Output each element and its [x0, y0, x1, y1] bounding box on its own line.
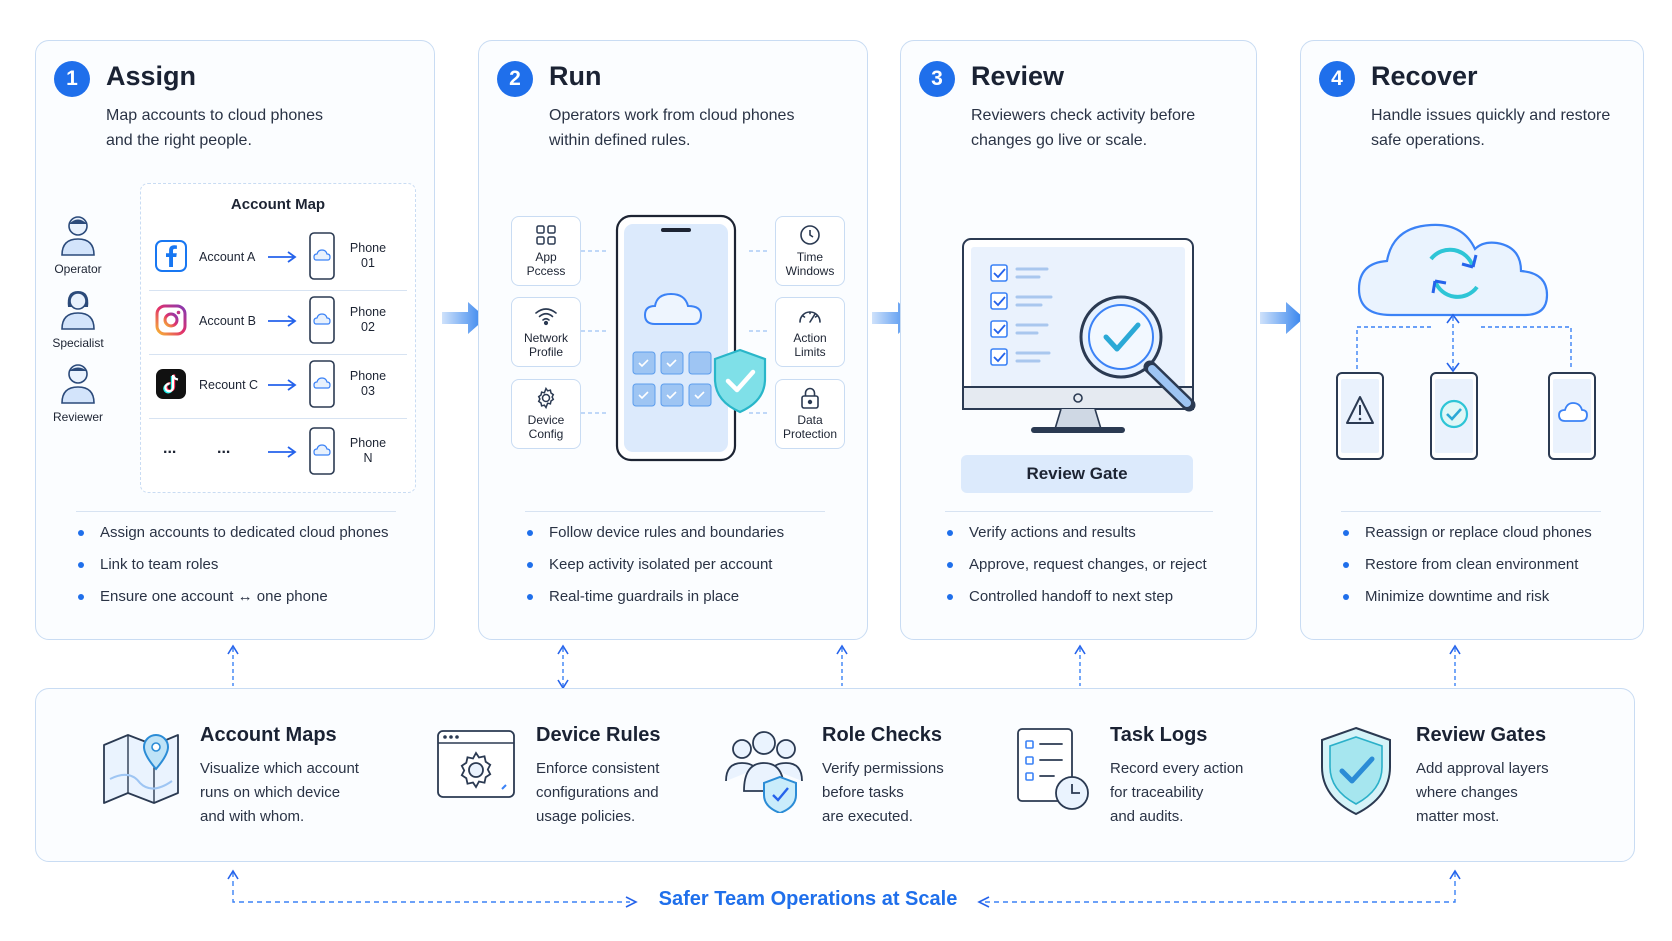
tiktok-icon: [156, 369, 186, 399]
clock-icon: [800, 225, 820, 245]
feature-title: Task Logs: [1110, 724, 1208, 746]
account-row: Account B Phone 02: [141, 290, 415, 354]
step-title: Recover: [1371, 61, 1478, 91]
cloud-restore-illustration: [1336, 223, 1596, 460]
step-number: 4: [1319, 61, 1355, 97]
cloud-phone-icon: [309, 360, 335, 408]
step-panel-run: 2 Run Operators work from cloud phones w…: [478, 40, 868, 640]
gear-icon: [537, 386, 555, 410]
specialist-icon: [61, 291, 95, 330]
wifi-icon: [535, 308, 557, 326]
feature-title: Role Checks: [822, 724, 943, 746]
step-bullets: Assign accounts to dedicated cloud phone…: [76, 523, 389, 619]
role-operator: Operator: [50, 213, 106, 276]
step-bullets: Follow device rules and boundaries Keep …: [525, 523, 784, 619]
bullet-item: Link to team roles: [76, 555, 389, 587]
bullet-item: Controlled handoff to next step: [945, 587, 1207, 619]
gauge-icon: [799, 311, 821, 323]
bullet-item: Ensure one account ↔ one phone: [76, 587, 389, 619]
account-map-title: Account Map: [230, 196, 326, 213]
checklist-clock-icon: [1017, 728, 1089, 810]
step-title: Run: [549, 61, 602, 91]
connector-lines: [581, 250, 769, 414]
role-reviewer: Reviewer: [50, 361, 106, 424]
instagram-icon: [155, 304, 187, 336]
lock-icon: [801, 387, 819, 409]
monitor-checklist-illustration: [962, 238, 1196, 433]
divider: [525, 511, 825, 512]
bullet-item: Minimize downtime and risk: [1341, 587, 1592, 619]
bullet-item: Assign accounts to dedicated cloud phone…: [76, 523, 389, 555]
bullet-item: Keep activity isolated per account: [525, 555, 784, 587]
footer-tagline: Safer Team Operations at Scale: [658, 888, 958, 910]
step-panel-assign: 1 Assign Map accounts to cloud phones an…: [35, 40, 435, 640]
map-pin-icon: [103, 734, 179, 804]
step-bullets: Verify actions and results Approve, requ…: [945, 523, 1207, 619]
arrow-right-icon: [268, 315, 297, 327]
arrow-right-icon: [268, 379, 297, 391]
step-panel-review: 3 Review Reviewers check activity before…: [900, 40, 1257, 640]
account-row: ... ... Phone N: [141, 418, 415, 488]
step-panel-recover: 4 Recover Handle issues quickly and rest…: [1300, 40, 1644, 640]
review-gate-label: Review Gate: [961, 455, 1193, 493]
step-number: 2: [497, 61, 533, 97]
arrow-right-icon: [268, 446, 297, 458]
shield-check-icon: [1321, 726, 1391, 816]
feature-title: Review Gates: [1416, 724, 1547, 746]
bullet-item: Reassign or replace cloud phones: [1341, 523, 1592, 555]
bullet-item: Real-time guardrails in place: [525, 587, 784, 619]
divider: [945, 511, 1213, 512]
footer-connector: [227, 869, 1461, 908]
vertical-connectors: [227, 644, 1461, 690]
step-title: Assign: [106, 61, 197, 91]
cloud-phone-icon: [309, 296, 335, 344]
shield-check-icon: [713, 348, 767, 414]
app-grid-icon: [536, 225, 556, 245]
cloud-phone-icon: [309, 232, 335, 280]
step-description: Reviewers check activity before changes …: [971, 107, 1196, 149]
step-title: Review: [971, 61, 1065, 91]
bullet-item: Approve, request changes, or reject: [945, 555, 1207, 587]
arrow-right-icon: [268, 251, 297, 263]
bullet-item: Verify actions and results: [945, 523, 1207, 555]
gear-window-icon: [437, 730, 515, 798]
cloud-phone-icon: [309, 427, 335, 475]
bullet-item: Follow device rules and boundaries: [525, 523, 784, 555]
step-description: Map accounts to cloud phones and the rig…: [106, 107, 324, 149]
divider: [76, 511, 396, 512]
flow-arrow-icon: [442, 302, 486, 334]
team-shield-icon: [725, 731, 803, 813]
feature-title: Device Rules: [536, 724, 661, 746]
cloud-phone-illustration: [615, 214, 737, 462]
step-description: Handle issues quickly and restore safe o…: [1371, 107, 1611, 149]
account-row: Account A Phone 01: [141, 224, 415, 290]
bullet-item: Restore from clean environment: [1341, 555, 1592, 587]
flow-arrow-icon: [1260, 302, 1304, 334]
step-number: 3: [919, 61, 955, 97]
feature-title: Account Maps: [200, 724, 337, 746]
account-row: Recount C Phone 03: [141, 354, 415, 418]
divider: [1341, 511, 1601, 512]
account-map: Account Map Account A Phone 01: [140, 183, 416, 493]
step-number: 1: [54, 61, 90, 97]
facebook-icon: [155, 240, 187, 272]
role-specialist: Specialist: [50, 287, 106, 350]
step-description: Operators work from cloud phones within …: [549, 107, 795, 149]
reviewer-icon: [61, 364, 95, 404]
operator-icon: [61, 216, 95, 256]
step-bullets: Reassign or replace cloud phones Restore…: [1341, 523, 1592, 619]
